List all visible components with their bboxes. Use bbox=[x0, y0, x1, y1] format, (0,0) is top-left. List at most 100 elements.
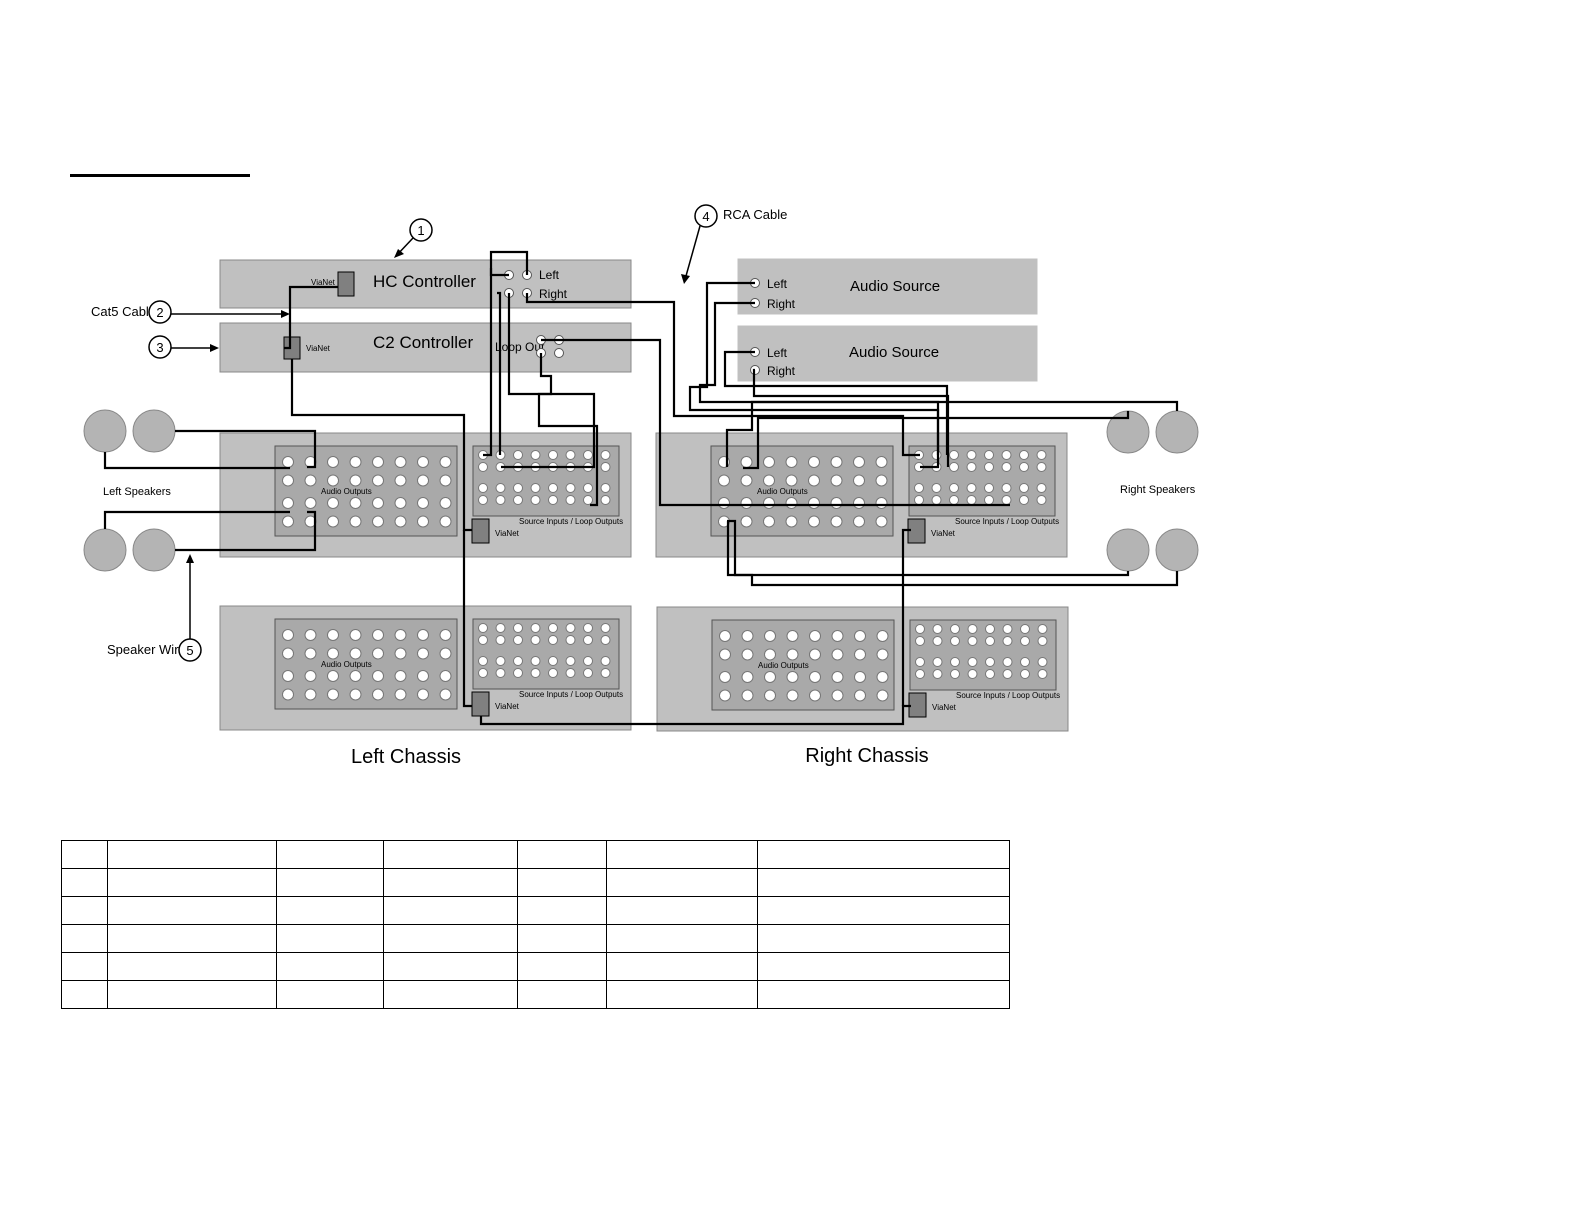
audio-output-jack bbox=[282, 670, 294, 682]
table-cell bbox=[383, 868, 518, 897]
audio-output-jack bbox=[417, 629, 429, 641]
speaker-wire-right-4 bbox=[726, 521, 1179, 587]
source-input-jack bbox=[915, 657, 925, 667]
rca-hc-to-left-chassis-2 bbox=[497, 291, 502, 455]
source-input-jack bbox=[1019, 483, 1029, 493]
audio-output-jack bbox=[417, 515, 429, 528]
source-input-jack bbox=[932, 669, 943, 679]
source-input-jack bbox=[495, 668, 506, 678]
source-input-jack bbox=[548, 668, 558, 678]
source-input-jack bbox=[583, 623, 593, 633]
source-input-jack bbox=[530, 635, 541, 645]
source-input-jack bbox=[600, 635, 611, 645]
rca-hc-left-loop bbox=[489, 250, 529, 277]
audio-source-panel-2 bbox=[737, 325, 1038, 382]
source-input-jack bbox=[984, 462, 994, 472]
c2-vianet-label: ViaNet bbox=[306, 344, 331, 353]
callout-3: 3 bbox=[148, 335, 219, 359]
wires bbox=[103, 250, 1179, 726]
audio-output-jack bbox=[304, 497, 317, 509]
audio-output-jack bbox=[875, 515, 888, 528]
table-cell bbox=[383, 924, 518, 953]
audio-output-jack bbox=[327, 515, 339, 528]
audio-output-jack bbox=[282, 629, 294, 641]
right-speaker-3 bbox=[1106, 528, 1150, 572]
audio-output-jack bbox=[875, 456, 888, 468]
audio-output-jack bbox=[394, 515, 407, 528]
c2-controller-title: C2 Controller bbox=[373, 333, 473, 352]
audio-output-jack bbox=[875, 474, 888, 487]
source-input-jack bbox=[914, 495, 924, 505]
audio-output-jack bbox=[853, 474, 865, 487]
table-cell bbox=[517, 840, 607, 869]
audio-output-jack bbox=[854, 630, 866, 642]
source-input-jack bbox=[565, 623, 576, 633]
source-input-jack bbox=[1001, 450, 1012, 460]
rca-source1-right bbox=[698, 301, 940, 469]
source-input-jack bbox=[565, 495, 576, 505]
section-heading-underline bbox=[70, 174, 250, 177]
table-cell bbox=[276, 896, 384, 925]
table-cell bbox=[757, 840, 1010, 869]
audio-output-jack bbox=[394, 647, 407, 660]
audio-output-jack bbox=[417, 474, 429, 487]
right-speakers-label: Right Speakers bbox=[1120, 484, 1196, 496]
table-cell bbox=[61, 924, 108, 953]
source-input-jack bbox=[1020, 657, 1030, 667]
hc-vianet-label: ViaNet bbox=[311, 278, 336, 287]
audio-source-title-2: Audio Source bbox=[849, 344, 939, 361]
audio-output-jack bbox=[394, 497, 407, 509]
audio-output-jack bbox=[741, 630, 754, 642]
audio-output-jack bbox=[417, 497, 429, 509]
right-chassis-label: Right Chassis bbox=[805, 745, 928, 767]
table-cell bbox=[517, 952, 607, 981]
audio-output-jack bbox=[327, 688, 339, 701]
cat5-left-top-to-left-bottom bbox=[462, 530, 472, 708]
audio-output-jack bbox=[853, 515, 865, 528]
audio-output-jack bbox=[417, 688, 429, 701]
rca-cable-label: RCA Cable bbox=[723, 207, 787, 222]
source-input-jack bbox=[495, 623, 506, 633]
rca-hc-right-to-right-chassis bbox=[525, 293, 920, 457]
audio-output-jack bbox=[394, 688, 407, 701]
source-inputs-label: Source Inputs / Loop Outputs bbox=[956, 691, 1060, 700]
audio-output-jack bbox=[853, 497, 865, 509]
table-cell bbox=[107, 924, 277, 953]
audio-output-jack bbox=[304, 670, 317, 682]
audio-output-jack bbox=[786, 630, 799, 642]
audio-output-jack bbox=[785, 474, 798, 487]
svg-text:2: 2 bbox=[156, 305, 163, 320]
table-cell bbox=[606, 952, 758, 981]
source-input-jack bbox=[1019, 495, 1029, 505]
audio-output-jack bbox=[763, 474, 775, 487]
audio-output-jack bbox=[394, 456, 407, 468]
table-cell bbox=[383, 840, 518, 869]
source-input-jack bbox=[931, 483, 942, 493]
source-input-jack bbox=[583, 495, 593, 505]
hc-vianet-port bbox=[337, 271, 355, 297]
vianet-label: ViaNet bbox=[495, 529, 520, 538]
speaker-wire-left-1 bbox=[175, 429, 317, 469]
audio-source-1-left-label: Left bbox=[767, 277, 788, 291]
source-inputs-label: Source Inputs / Loop Outputs bbox=[955, 517, 1059, 526]
table-cell bbox=[276, 952, 384, 981]
audio-output-jack bbox=[719, 630, 731, 642]
source-input-jack bbox=[984, 450, 994, 460]
audio-output-jack bbox=[831, 648, 844, 661]
hc-controller-panel bbox=[219, 259, 632, 309]
audio-output-jack bbox=[740, 474, 753, 487]
audio-output-jack bbox=[808, 456, 820, 468]
source-input-jack bbox=[950, 657, 960, 667]
source-input-jack bbox=[931, 450, 942, 460]
source-input-jack bbox=[565, 450, 576, 460]
table-cell bbox=[757, 952, 1010, 981]
right-speaker-2 bbox=[1155, 410, 1199, 454]
audio-output-jack bbox=[830, 497, 843, 509]
audio-output-jack bbox=[808, 515, 820, 528]
audio-output-jack bbox=[349, 688, 362, 701]
audio-output-jack bbox=[349, 629, 362, 641]
audio-output-jack bbox=[876, 689, 889, 702]
source-input-jack bbox=[915, 669, 925, 679]
audio-output-jack bbox=[831, 671, 844, 683]
cat5-right-bottom-to-right-top bbox=[901, 528, 911, 706]
